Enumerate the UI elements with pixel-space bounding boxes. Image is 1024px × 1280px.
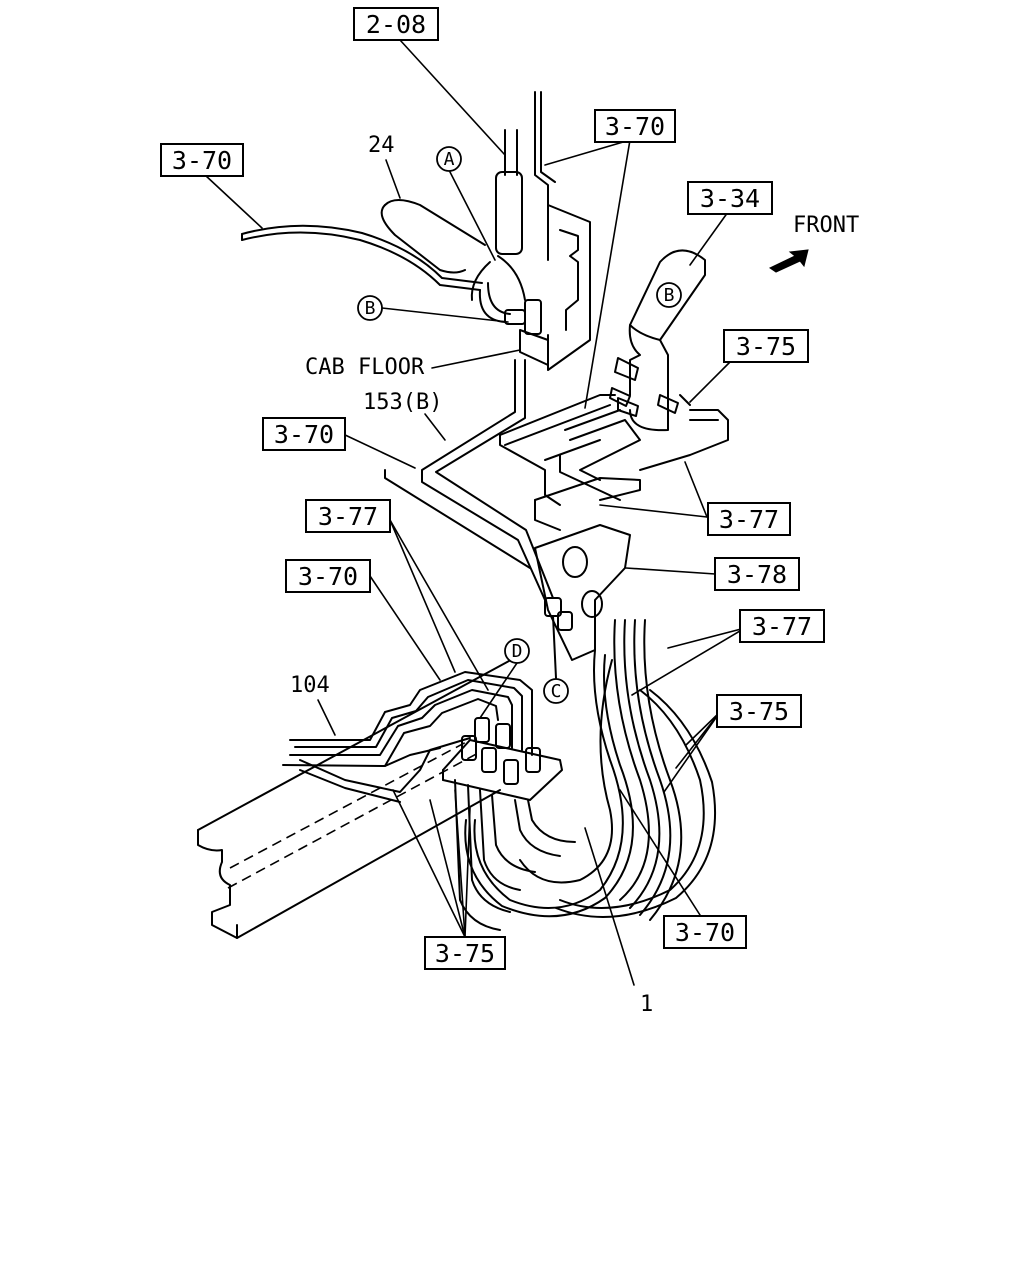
svg-text:3-75: 3-75 (736, 332, 796, 361)
upper-right-pipes (499, 394, 729, 506)
callout-3-34[interactable]: 3-34 (687, 181, 773, 215)
callout-3-75-right-top[interactable]: 3-75 (723, 329, 809, 363)
label-cab-floor: CAB FLOOR (305, 355, 425, 380)
callout-2-08[interactable]: 2-08 (353, 7, 439, 41)
circle-label-d: D (504, 638, 530, 664)
svg-text:3-70: 3-70 (298, 562, 358, 591)
fittings-c (544, 597, 573, 679)
callout-3-77-right-upper[interactable]: 3-77 (707, 502, 791, 536)
svg-text:3-70: 3-70 (274, 420, 334, 449)
svg-text:3-78: 3-78 (727, 560, 787, 589)
svg-text:3-75: 3-75 (435, 939, 495, 968)
svg-text:2-08: 2-08 (366, 10, 426, 39)
svg-text:D: D (512, 641, 523, 662)
label-part-153b: 153(B) (363, 390, 442, 415)
svg-text:C: C (551, 681, 562, 702)
svg-text:3-77: 3-77 (719, 505, 779, 534)
callout-3-70-left[interactable]: 3-70 (160, 143, 244, 177)
valve-3-34 (609, 249, 706, 432)
label-part-1: 1 (640, 992, 653, 1017)
label-front: FRONT (793, 213, 859, 238)
callout-3-70-top[interactable]: 3-70 (594, 109, 676, 143)
svg-text:3-70: 3-70 (605, 112, 665, 141)
callout-3-75-right-lower[interactable]: 3-75 (716, 694, 802, 728)
svg-text:3-70: 3-70 (675, 918, 735, 947)
hose-24 (241, 199, 486, 291)
upper-vertical-pipe (495, 91, 556, 255)
callout-3-77-right-lower[interactable]: 3-77 (739, 609, 825, 643)
leader-lines (204, 39, 746, 986)
svg-text:3-77: 3-77 (318, 502, 378, 531)
frame-rail (197, 654, 521, 939)
circle-label-c: C (543, 678, 569, 704)
callout-3-75-bottom[interactable]: 3-75 (424, 936, 506, 970)
left-pipes (282, 671, 533, 803)
junction-block (442, 717, 576, 931)
callout-3-70-lower-left[interactable]: 3-70 (285, 559, 371, 593)
callout-3-78[interactable]: 3-78 (714, 557, 800, 591)
svg-text:A: A (444, 149, 455, 170)
callout-3-77-left[interactable]: 3-77 (305, 499, 391, 533)
callout-3-70-bottom[interactable]: 3-70 (663, 915, 747, 949)
front-arrow-icon (768, 249, 809, 273)
svg-text:3-70: 3-70 (172, 146, 232, 175)
bracket-3-78 (534, 477, 641, 661)
svg-text:3-34: 3-34 (700, 184, 760, 213)
circle-label-a: A (436, 146, 462, 172)
circle-label-b-hose: B (656, 282, 682, 308)
label-part-104: 104 (290, 673, 330, 698)
callout-3-70-mid[interactable]: 3-70 (262, 417, 346, 451)
svg-text:3-77: 3-77 (752, 612, 812, 641)
pipe-loops (464, 619, 716, 921)
svg-text:B: B (664, 285, 675, 306)
cab-floor-bracket (519, 204, 591, 371)
label-part-24: 24 (368, 133, 395, 158)
svg-text:B: B (365, 298, 376, 319)
circle-label-b-left: B (357, 295, 383, 321)
svg-text:3-75: 3-75 (729, 697, 789, 726)
